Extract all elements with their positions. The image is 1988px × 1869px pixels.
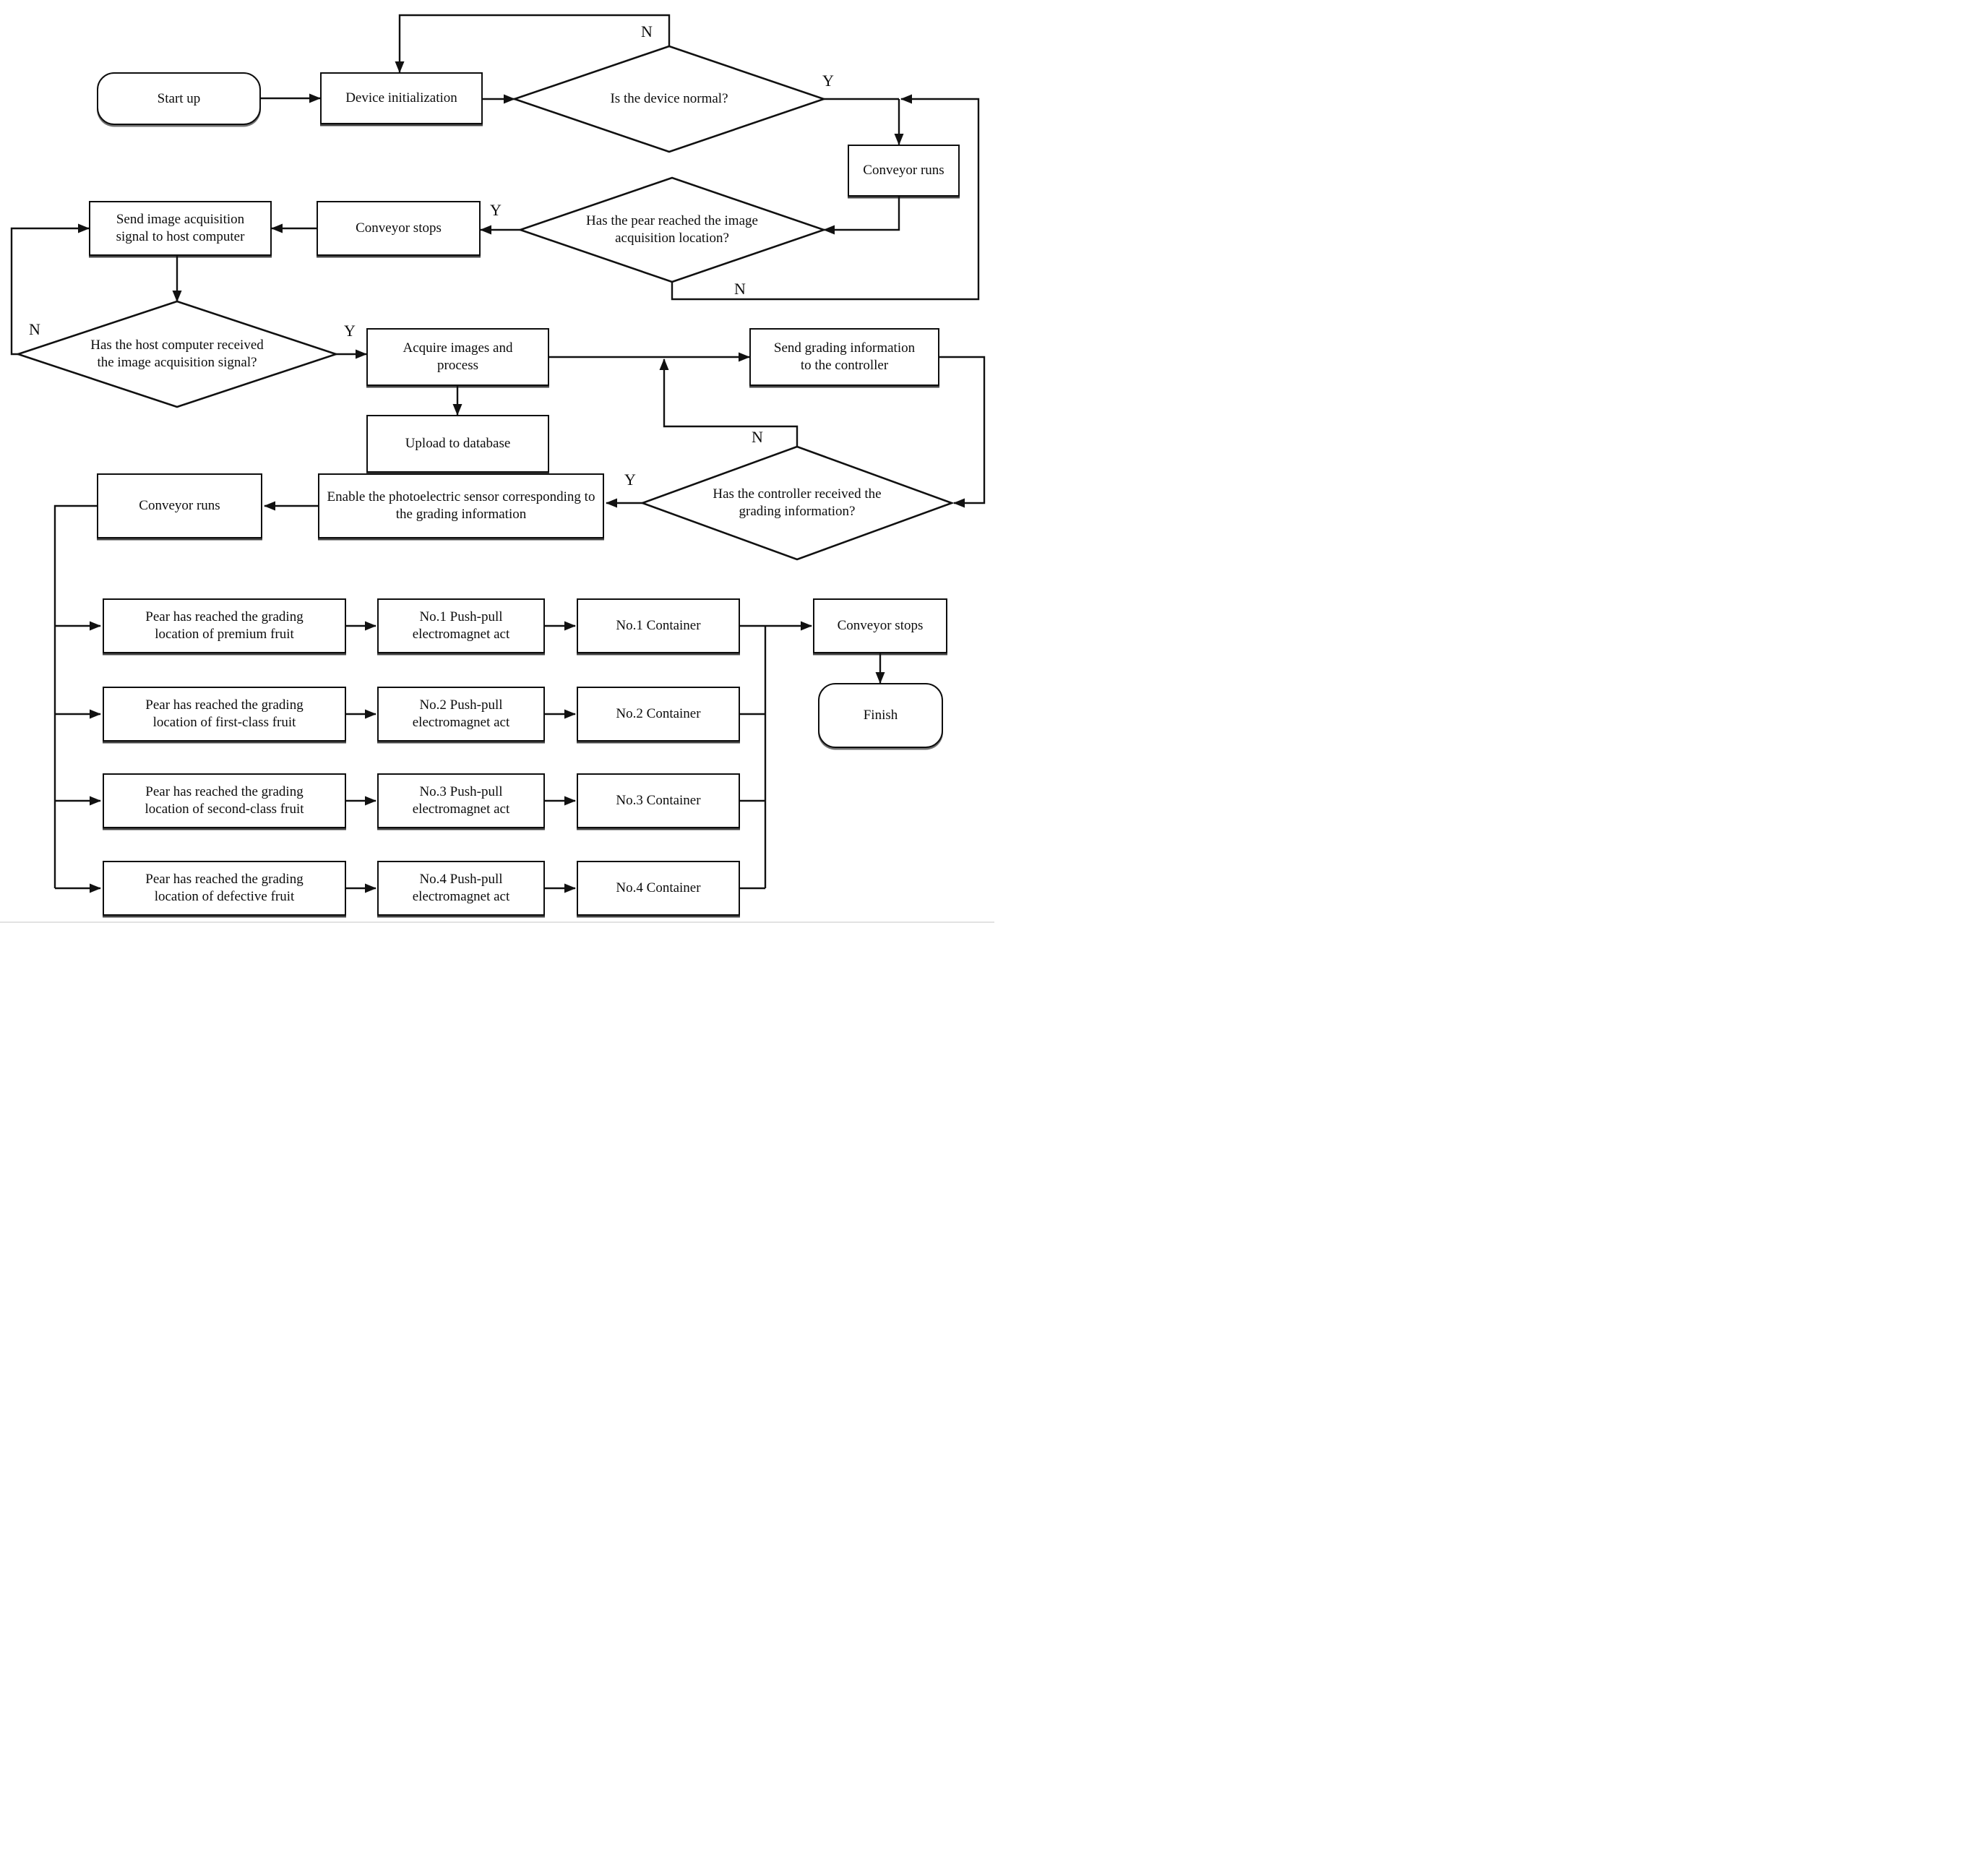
node-start: Start up — [97, 72, 261, 125]
label-host-received-n: N — [29, 320, 40, 338]
node-enable-sensor: Enable the photoelectric sensor correspo… — [318, 473, 604, 538]
node-upload-database: Upload to database — [366, 415, 549, 473]
node-container-2: No.2 Container — [577, 687, 740, 742]
node-conveyor-stops-top: Conveyor stops — [317, 201, 481, 256]
flowchart-canvas: Start up Device initialization Conveyor … — [0, 0, 994, 934]
label-pear-reached-n: N — [734, 280, 746, 298]
diamond-controller-received — [640, 445, 955, 561]
diamond-pear-reached — [517, 176, 827, 283]
node-grading-location-4: Pear has reached the grading location of… — [103, 861, 346, 916]
node-conveyor-stops-bottom: Conveyor stops — [813, 598, 947, 653]
node-container-1: No.1 Container — [577, 598, 740, 653]
decision-host-received-label: Has the host computer received the image… — [90, 338, 264, 370]
diamond-device-normal — [511, 45, 827, 153]
edge-conveyor-runs-to-pear — [823, 197, 900, 235]
node-grading-location-3: Pear has reached the grading location of… — [103, 773, 346, 828]
node-container-3: No.3 Container — [577, 773, 740, 828]
edge-send-grading-to-controller — [939, 356, 986, 508]
decision-controller-received-label: Has the controller received the grading … — [713, 486, 882, 519]
label-device-normal-y: Y — [822, 72, 834, 90]
node-finish: Finish — [818, 683, 943, 748]
edge-host-n-loop — [10, 223, 90, 356]
node-conveyor-runs-top: Conveyor runs — [848, 145, 960, 197]
decision-pear-reached-label: Has the pear reached the image acquisiti… — [586, 213, 758, 246]
label-host-received-y: Y — [344, 322, 356, 340]
node-container-4: No.4 Container — [577, 861, 740, 916]
label-controller-received-n: N — [752, 428, 763, 446]
diamond-host-received — [14, 300, 340, 408]
edge-controller-n-loop — [659, 358, 799, 447]
label-pear-reached-y: Y — [490, 201, 502, 219]
node-electromagnet-2: No.2 Push-pull electromagnet act — [377, 687, 545, 742]
node-grading-location-2: Pear has reached the grading location of… — [103, 687, 346, 742]
edge-pear-n-loop — [671, 94, 980, 301]
node-electromagnet-1: No.1 Push-pull electromagnet act — [377, 598, 545, 653]
node-send-grading: Send grading information to the controll… — [749, 328, 939, 386]
edge-device-normal-n-loop — [395, 14, 671, 73]
node-grading-location-1: Pear has reached the grading location of… — [103, 598, 346, 653]
node-device-initialization: Device initialization — [320, 72, 483, 124]
node-send-signal: Send image acquisition signal to host co… — [89, 201, 272, 256]
edge-left-trunk — [53, 504, 97, 888]
decision-device-normal-label: Is the device normal? — [610, 91, 728, 107]
node-acquire-images: Acquire images and process — [366, 328, 549, 386]
node-conveyor-runs-mid: Conveyor runs — [97, 473, 262, 538]
node-electromagnet-4: No.4 Push-pull electromagnet act — [377, 861, 545, 916]
label-controller-received-y: Y — [624, 471, 636, 489]
node-electromagnet-3: No.3 Push-pull electromagnet act — [377, 773, 545, 828]
label-device-normal-n: N — [641, 22, 653, 40]
connector-layer — [0, 14, 994, 923]
